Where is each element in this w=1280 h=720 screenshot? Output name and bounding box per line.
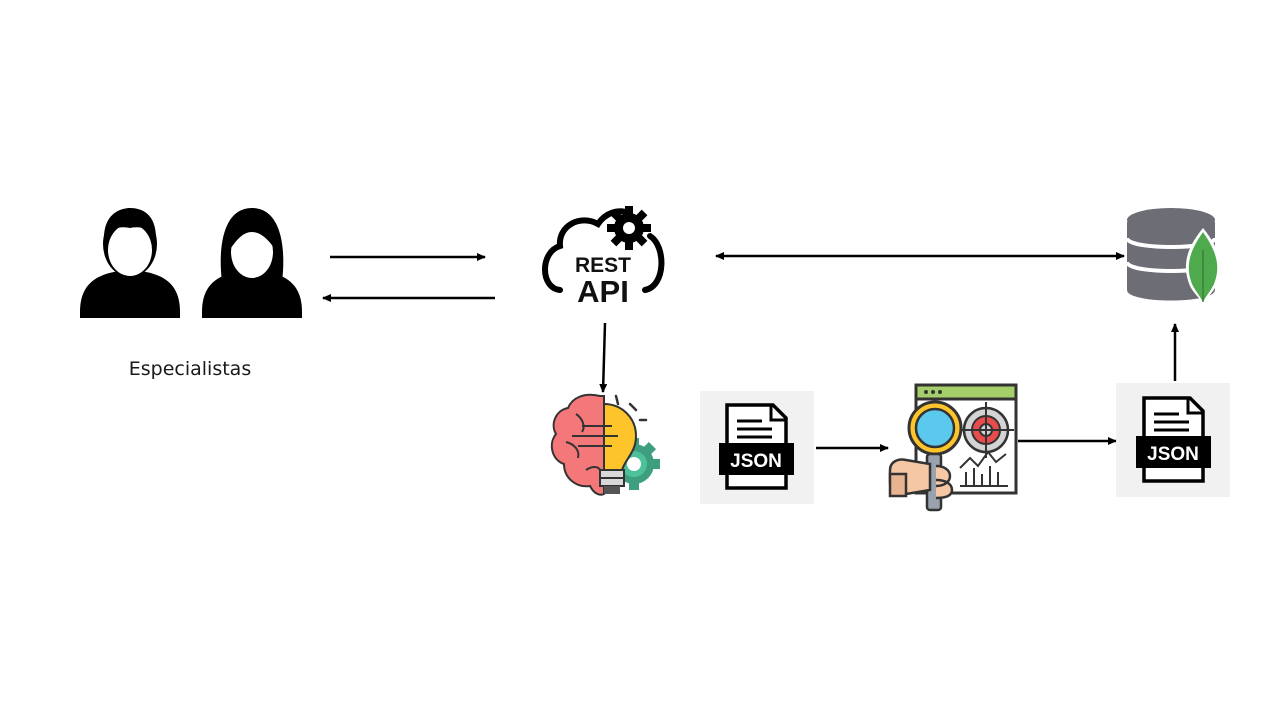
json-output-label: JSON [1147, 444, 1199, 465]
users-icon [80, 208, 302, 318]
female-user-icon [202, 208, 302, 318]
rest-api-cloud-icon: REST API [542, 206, 665, 309]
json-file-icon: JSON [1136, 396, 1211, 483]
json-input-label: JSON [730, 451, 782, 472]
rest-label: REST [575, 254, 631, 277]
male-user-icon [80, 208, 180, 318]
api-label: API [577, 274, 629, 309]
target-icon [958, 402, 1014, 458]
ai-brain-lightbulb-icon [550, 393, 660, 496]
users-label: Especialistas [128, 358, 252, 380]
arrow-api-to-ai [599, 322, 608, 393]
data-analysis-magnifier-icon [888, 383, 1018, 512]
gear-icon [607, 206, 651, 250]
json-file-icon: JSON [719, 403, 794, 490]
mongodb-leaf-icon [1185, 228, 1221, 304]
mongodb-database-icon [1125, 208, 1221, 304]
